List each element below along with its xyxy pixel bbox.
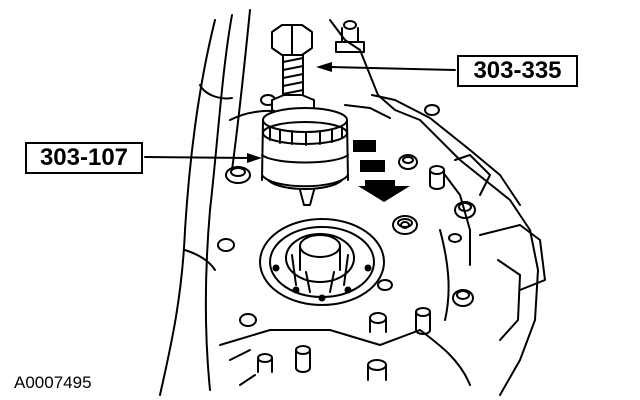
housing-holes xyxy=(400,221,410,229)
callout-tool-303-335: 303-335 xyxy=(457,55,578,87)
direction-arrow-icon xyxy=(353,140,410,202)
leader-arrowhead-303-335 xyxy=(316,62,332,72)
leader-arrowhead-303-107 xyxy=(247,153,262,163)
seal-installer-303-107 xyxy=(261,107,349,206)
leader-303-335 xyxy=(329,66,456,71)
dowel-pins xyxy=(257,20,445,381)
leader-lines xyxy=(144,62,456,163)
forcing-screw-303-335 xyxy=(271,24,315,116)
bearing-bore xyxy=(259,218,385,306)
callout-tool-303-107: 303-107 xyxy=(25,142,143,174)
figure-id-label: A0007495 xyxy=(14,373,92,392)
leader-303-107 xyxy=(144,156,251,159)
housing-bolts xyxy=(217,94,476,327)
